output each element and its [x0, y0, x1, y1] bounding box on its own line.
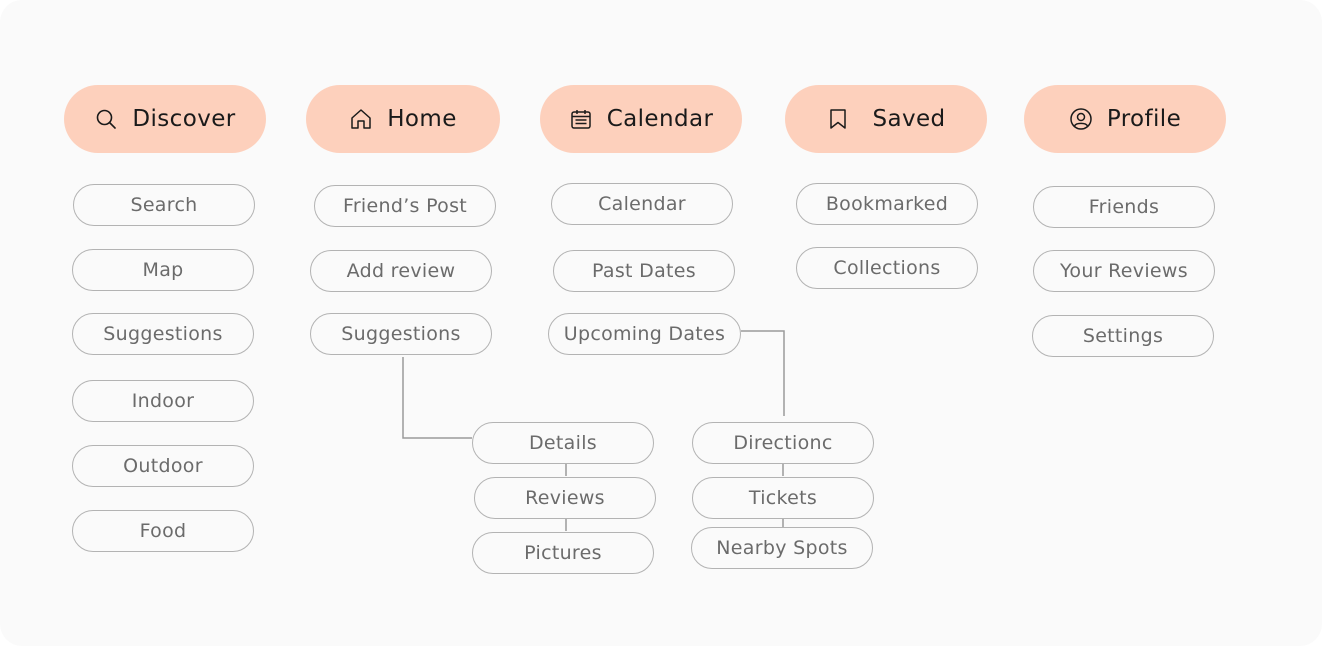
calendar-item-past-dates[interactable]: Past Dates — [553, 250, 735, 292]
section-profile[interactable]: Profile — [1024, 85, 1226, 153]
search-icon — [94, 107, 118, 131]
connector-upcoming-directions — [741, 330, 785, 416]
home-item-suggestions[interactable]: Suggestions — [310, 313, 492, 355]
profile-item-friends[interactable]: Friends — [1033, 186, 1215, 228]
calendar-item-upcoming-dates[interactable]: Upcoming Dates — [548, 313, 741, 355]
section-label: Saved — [872, 106, 946, 132]
profile-item-settings[interactable]: Settings — [1032, 315, 1214, 357]
section-label: Calendar — [606, 106, 714, 132]
home-subitem-reviews[interactable]: Reviews — [474, 477, 656, 519]
calendar-icon — [569, 107, 593, 131]
discover-item-search[interactable]: Search — [73, 184, 255, 226]
home-subitem-details[interactable]: Details — [472, 422, 654, 464]
home-subitem-pictures[interactable]: Pictures — [472, 532, 654, 574]
saved-item-bookmarked[interactable]: Bookmarked — [796, 183, 978, 225]
home-item-friends-post[interactable]: Friend’s Post — [314, 185, 496, 227]
discover-item-food[interactable]: Food — [72, 510, 254, 552]
discover-item-suggestions[interactable]: Suggestions — [72, 313, 254, 355]
discover-item-map[interactable]: Map — [72, 249, 254, 291]
calendar-subitem-nearby-spots[interactable]: Nearby Spots — [691, 527, 873, 569]
saved-item-collections[interactable]: Collections — [796, 247, 978, 289]
section-home[interactable]: Home — [306, 85, 500, 153]
discover-item-indoor[interactable]: Indoor — [72, 380, 254, 422]
calendar-subitem-directions[interactable]: Directionc — [692, 422, 874, 464]
discover-item-outdoor[interactable]: Outdoor — [72, 445, 254, 487]
profile-item-your-reviews[interactable]: Your Reviews — [1033, 250, 1215, 292]
connector-suggestions-details — [402, 357, 472, 439]
user-circle-icon — [1069, 107, 1093, 131]
bookmark-icon — [826, 107, 850, 131]
calendar-item-calendar[interactable]: Calendar — [551, 183, 733, 225]
section-label: Home — [387, 106, 457, 132]
home-item-add-review[interactable]: Add review — [310, 250, 492, 292]
section-label: Discover — [132, 106, 236, 132]
calendar-subitem-tickets[interactable]: Tickets — [692, 477, 874, 519]
section-discover[interactable]: Discover — [64, 85, 266, 153]
section-calendar[interactable]: Calendar — [540, 85, 742, 153]
home-icon — [349, 107, 373, 131]
section-label: Profile — [1106, 106, 1182, 132]
section-saved[interactable]: Saved — [785, 85, 987, 153]
